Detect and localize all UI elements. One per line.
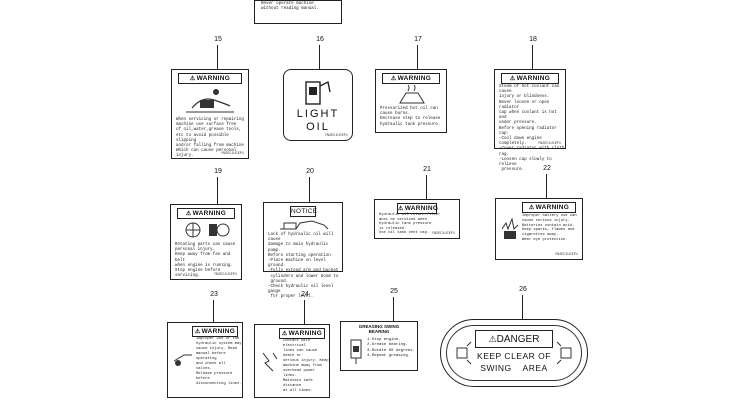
callout-23: 23 xyxy=(210,291,218,298)
label-24-banner: ⚠WARNING xyxy=(279,328,325,339)
warning-triangle-icon: ⚠ xyxy=(281,331,288,337)
leader-18 xyxy=(532,45,533,69)
leader-17 xyxy=(417,45,418,69)
callout-21: 21 xyxy=(423,166,431,173)
leader-19 xyxy=(217,177,218,204)
warning-triangle-icon: ⚠ xyxy=(398,206,404,212)
label-20-banner: NOTICE xyxy=(290,206,318,217)
leader-20 xyxy=(309,177,310,202)
label-18-part: YN2EC1UCEP1 xyxy=(537,142,561,146)
label-26-inner xyxy=(446,325,582,381)
label-19-banner: ⚠WARNING xyxy=(177,208,235,219)
label-22-banner: ⚠WARNING xyxy=(522,202,576,213)
swing-area-left-icon xyxy=(453,340,473,366)
callout-24: 24 xyxy=(301,291,309,298)
label-26-line1: KEEP CLEAR OF xyxy=(477,351,551,361)
leader-21 xyxy=(426,175,427,199)
swing-area-right-icon xyxy=(555,340,575,366)
label-26-line2: SWING AREA xyxy=(480,363,548,373)
callout-20: 20 xyxy=(306,168,314,175)
callout-25: 25 xyxy=(390,288,398,295)
oil-can-icon xyxy=(300,78,336,106)
top-label-text: Never operate machine without reading ma… xyxy=(261,2,319,12)
label-21-banner: ⚠WARNING xyxy=(397,203,439,214)
leader-25 xyxy=(393,297,394,321)
label-18: ⚠WARNING Steam of hot coolant can cause … xyxy=(494,69,566,172)
label-22-part: YN2EC1UCEP1 xyxy=(554,253,578,257)
warning-triangle-icon: ⚠ xyxy=(509,76,516,82)
label-22-text: Improper battery use can cause serious i… xyxy=(522,214,577,242)
label-16-word2: OIL xyxy=(306,121,330,133)
label-15-part: YN2EC1UCEP1 xyxy=(220,152,244,156)
label-23-text: Improper use of the hydraulic system may… xyxy=(196,337,242,386)
label-16-word1: LIGHT xyxy=(296,108,340,120)
leader-26 xyxy=(522,295,523,319)
leader-22 xyxy=(546,174,547,198)
label-16-part: YN2EC1UCEP1 xyxy=(324,134,348,138)
label-19-part: YN2EC1UCEP1 xyxy=(213,273,237,277)
callout-17: 17 xyxy=(414,36,422,43)
warning-triangle-icon: ⚠ xyxy=(185,211,192,217)
leader-16 xyxy=(319,45,320,69)
fan-hazard-icon xyxy=(179,220,237,240)
label-25: GREASING SWING BEARING 1.Stop engine. 2.… xyxy=(340,321,418,371)
label-17-banner: ⚠WARNING xyxy=(382,73,440,84)
callout-16: 16 xyxy=(316,36,324,43)
label-15-banner: ⚠WARNING xyxy=(178,73,242,84)
label-26: ⚠DANGER KEEP CLEAR OF SWING AREA xyxy=(440,319,588,387)
label-23-banner: ⚠WARNING xyxy=(192,326,238,337)
label-24: ⚠WARNING Contact with electrical lines c… xyxy=(254,324,330,398)
label-17-text: Pressurized hot oil can cause burns. Dec… xyxy=(380,107,441,127)
callout-26: 26 xyxy=(519,286,527,293)
label-21: ⚠WARNING Hydraulic oil return filter mus… xyxy=(374,199,460,239)
electrocution-icon xyxy=(259,349,281,373)
top-label: Never operate machine without reading ma… xyxy=(254,0,342,24)
battery-explosion-icon xyxy=(500,215,520,241)
label-25-text: 1.Stop engine. 2.Grease bearing. 3.Rotat… xyxy=(367,338,416,359)
leader-23 xyxy=(213,300,214,322)
warning-triangle-icon: ⚠ xyxy=(528,205,535,211)
label-22: ⚠WARNING Improper battery use can cause … xyxy=(495,198,583,260)
warning-triangle-icon: ⚠ xyxy=(390,76,397,82)
hot-oil-icon xyxy=(396,84,428,105)
label-20: NOTICE Lack of hydraulic oil will cause … xyxy=(263,202,343,299)
label-24-text: Contact with electrical lines can cause … xyxy=(283,339,329,393)
callout-15: 15 xyxy=(214,36,222,43)
label-18-text: Steam of hot coolant can cause injury or… xyxy=(499,85,565,173)
callout-19: 19 xyxy=(214,168,222,175)
excavator-icon xyxy=(276,217,332,231)
leader-15 xyxy=(217,45,218,69)
label-19-text: Rotating parts can cause personal injury… xyxy=(175,243,236,279)
slip-hazard-icon xyxy=(186,86,234,114)
label-19: ⚠WARNING Rotating parts can cause person… xyxy=(170,204,242,280)
label-17: ⚠WARNING Pressurized hot oil can cause b… xyxy=(375,69,447,133)
label-21-part: YN2EC1UCEP1 xyxy=(431,232,455,236)
label-15-text: When servicing or repairing machine use … xyxy=(176,118,244,159)
label-15: ⚠WARNING When servicing or repairing mac… xyxy=(171,69,249,159)
label-26-danger: ⚠DANGER xyxy=(475,330,553,348)
hydraulic-hand-icon xyxy=(172,345,194,367)
warning-triangle-icon: ⚠ xyxy=(189,76,196,82)
label-18-banner: ⚠WARNING xyxy=(501,73,559,84)
callout-22: 22 xyxy=(543,165,551,172)
label-21-text: Hydraulic oil return filter must be serv… xyxy=(379,213,441,236)
warning-triangle-icon: ⚠ xyxy=(194,329,201,335)
label-16: LIGHT OIL YN2EC1UCEP1 xyxy=(283,69,353,141)
label-23: ⚠WARNING Improper use of the hydraulic s… xyxy=(167,322,243,398)
label-20-text: Lack of hydraulic oil will cause damage … xyxy=(268,233,339,300)
grease-gun-icon xyxy=(347,336,365,366)
danger-triangle-icon: ⚠ xyxy=(488,334,497,344)
callout-18: 18 xyxy=(529,36,537,43)
leader-24 xyxy=(304,300,305,324)
label-25-header: GREASING SWING BEARING xyxy=(358,324,400,334)
